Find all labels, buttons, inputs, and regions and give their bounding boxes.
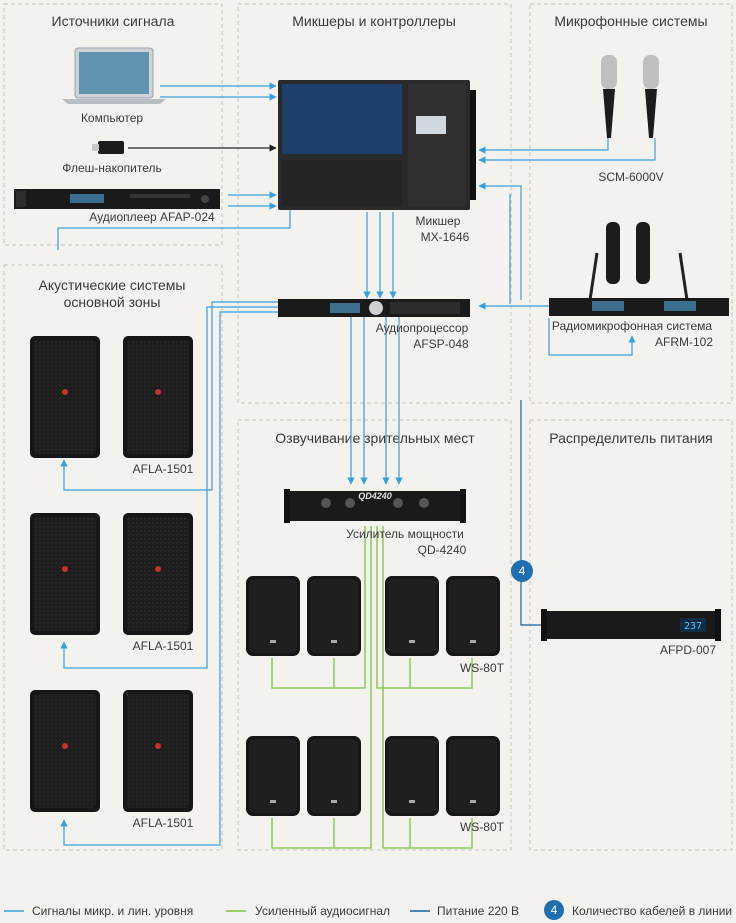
- legend-cables-text: Количество кабелей в линии: [572, 904, 732, 918]
- zone-sources-box: [3, 3, 223, 246]
- mixer-label-2: MX-1646: [421, 230, 470, 244]
- zone-mics-box: [529, 3, 733, 404]
- zone-title-mixers: Микшеры и контроллеры: [292, 13, 456, 29]
- processor-label-2: AFSP-048: [413, 337, 469, 351]
- zone-title-mics: Микрофонные системы: [554, 13, 707, 29]
- power-lines: [520, 400, 545, 626]
- zone-borders: [3, 3, 733, 851]
- power-distributor-device: [541, 609, 721, 641]
- wall-speakers: [246, 576, 500, 816]
- mixer-label-1: Микшер: [416, 214, 461, 228]
- wall-speaker-label-1: WS-80T: [460, 661, 505, 675]
- zone-power-box: [529, 419, 733, 851]
- radio-mic-device: [549, 222, 729, 316]
- legend-amplified-text: Усиленный аудиосигнал: [255, 904, 390, 918]
- audio-player-device: [14, 189, 220, 209]
- zone-title-power: Распределитель питания: [549, 430, 713, 446]
- power-unit-label: AFPD-007: [660, 643, 716, 657]
- wall-speaker-label-2: WS-80T: [460, 820, 505, 834]
- radio-label-1: Радиомикрофонная система: [552, 319, 713, 333]
- zone-main-speakers-box: [3, 264, 223, 851]
- legend-badge-icon: [544, 900, 564, 920]
- flash-drive-icon: [92, 141, 124, 154]
- processor-label-1: Аудиопроцессор: [376, 321, 469, 335]
- cable-count-badge-text: 4: [519, 564, 526, 578]
- amplifier-device: [284, 489, 466, 523]
- main-speakers: [30, 336, 193, 812]
- wired-mic-icon: [601, 55, 659, 138]
- wired-mic-label: SCM-6000V: [598, 170, 663, 184]
- computer-label: Компьютер: [81, 111, 143, 125]
- speaker-main-label-2: AFLA-1501: [133, 639, 194, 653]
- power-display-text: 237: [684, 621, 702, 632]
- cable-count-badge: [511, 560, 533, 582]
- amp-front-text: QD4240: [358, 491, 392, 501]
- speaker-main-label-1: AFLA-1501: [133, 462, 194, 476]
- legend-power-text: Питание 220 В: [437, 904, 519, 918]
- legend-badge-text: 4: [551, 903, 558, 917]
- amp-label-2: QD-4240: [418, 543, 467, 557]
- speaker-main-label-3: AFLA-1501: [133, 816, 194, 830]
- zone-title-sources: Источники сигнала: [52, 13, 175, 29]
- processor-device: [278, 299, 470, 317]
- legend: Сигналы микр. и лин. уровня Усиленный ау…: [4, 900, 732, 920]
- player-label: Аудиоплеер AFAP-024: [89, 210, 215, 224]
- zone-audience-box: [237, 419, 512, 851]
- signal-lines: [57, 82, 656, 846]
- zone-title-main-speakers-2: основной зоны: [64, 294, 161, 310]
- legend-signal-text: Сигналы микр. и лин. уровня: [32, 904, 193, 918]
- mixer-device: [278, 80, 476, 210]
- flash-label: Флеш-накопитель: [62, 161, 161, 175]
- zone-title-main-speakers-1: Акустические системы: [39, 277, 186, 293]
- zone-mixers-box: [237, 3, 512, 404]
- zone-title-audience: Озвучивание зрительных мест: [275, 430, 475, 446]
- amp-label-1: Усилитель мощности: [346, 527, 464, 541]
- radio-label-2: AFRM-102: [655, 335, 713, 349]
- amplified-lines: [271, 526, 473, 849]
- computer-device: [62, 47, 166, 104]
